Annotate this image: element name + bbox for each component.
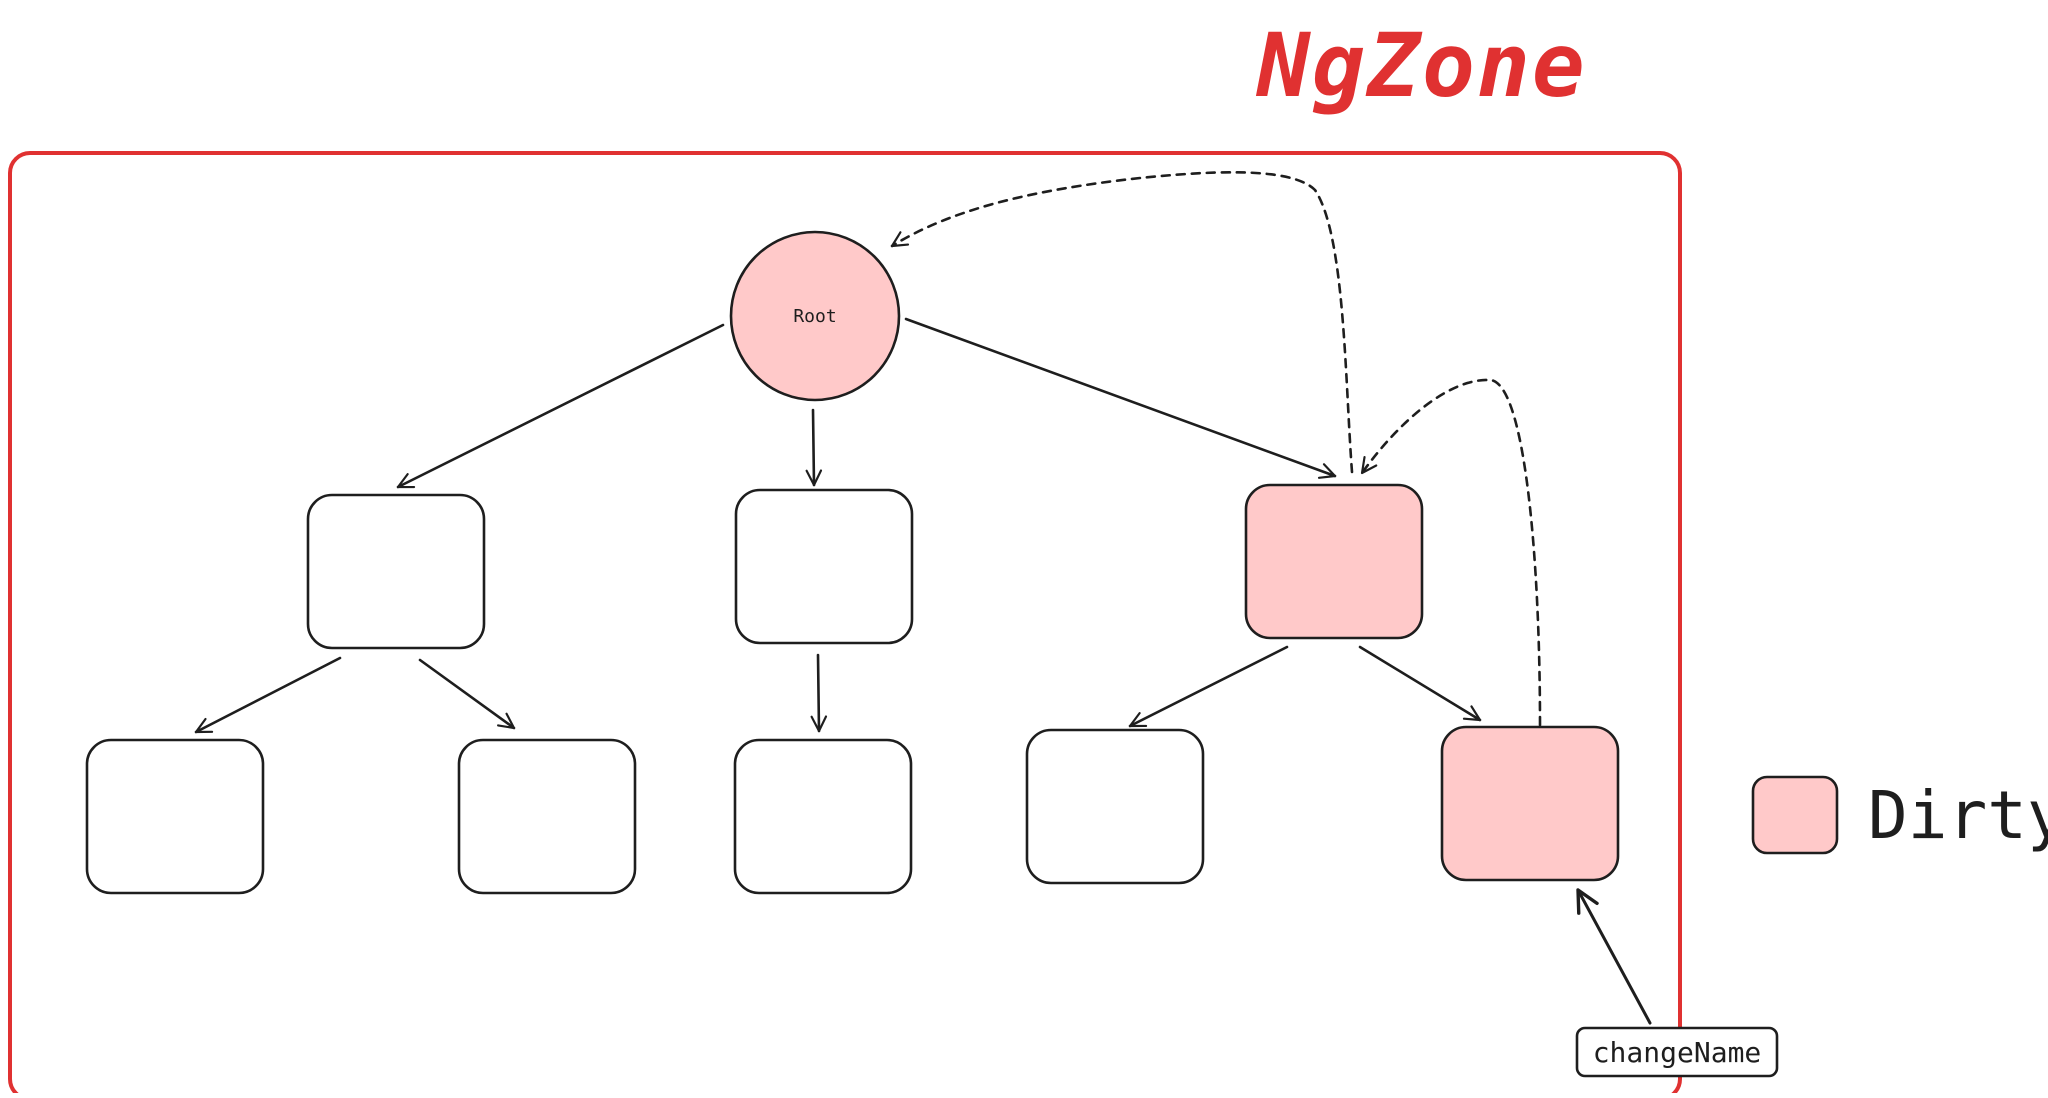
edge-root-to-right (904, 317, 1337, 479)
edge-event-to-leaf-5 (1576, 888, 1652, 1025)
dashed-leaf-5-to-right (1360, 378, 1542, 727)
zone-title: NgZone (1255, 14, 1587, 117)
root-node (729, 230, 901, 402)
leaf-node-4 (1025, 728, 1205, 885)
edge-root-to-left (396, 323, 725, 489)
tree-node-left (306, 493, 486, 650)
edge-root-to-middle (805, 408, 823, 487)
propagation-edges (890, 171, 1542, 727)
edge-right-to-leaf-4 (1128, 645, 1289, 728)
tree-edges (194, 317, 1652, 1025)
edge-left-to-leaf-1 (194, 656, 342, 734)
dashed-right-to-root (890, 171, 1354, 474)
leaf-node-3 (733, 738, 913, 895)
legend-swatch-dirty (1751, 775, 1839, 855)
legend-label-dirty: Dirty (1868, 777, 2048, 854)
edge-left-to-leaf-2 (418, 658, 516, 730)
tree-node-right-dirty (1244, 483, 1424, 640)
edge-right-to-leaf-5 (1358, 645, 1482, 722)
event-trigger-label: changeName (1593, 1036, 1762, 1069)
tree-node-middle (734, 488, 914, 645)
root-label: Root (793, 306, 836, 327)
leaf-node-2 (457, 738, 637, 895)
leaf-node-1 (85, 738, 265, 895)
edge-middle-to-leaf-3 (810, 653, 828, 733)
ngzone-boundary (8, 151, 1682, 1098)
leaf-node-5-dirty (1440, 725, 1620, 882)
event-trigger-box (1575, 1026, 1779, 1078)
